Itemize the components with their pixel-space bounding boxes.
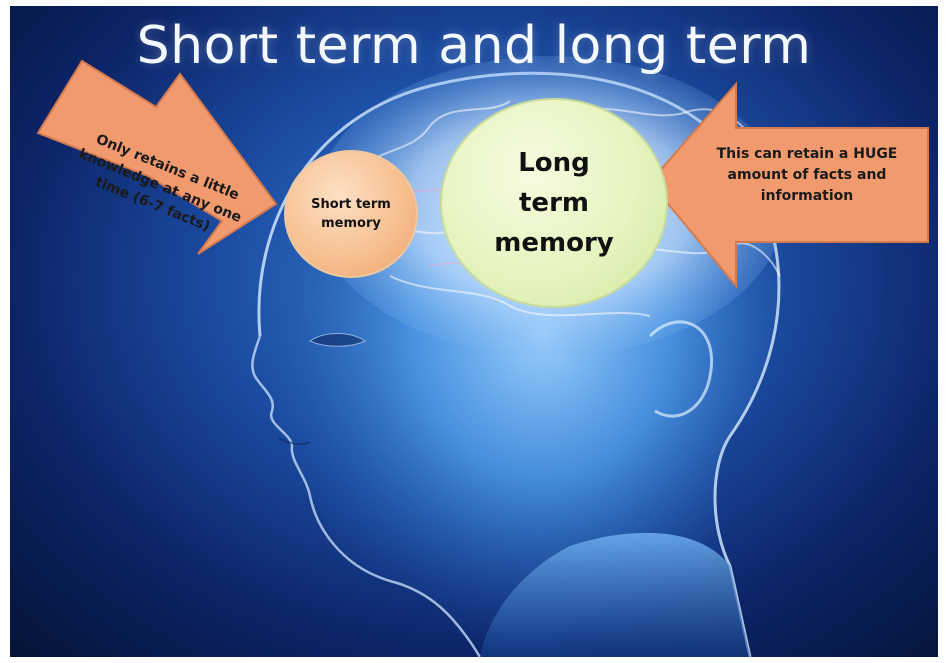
long-term-label-line1: Long [494, 143, 613, 183]
long-term-memory-circle: Long term memory [440, 98, 668, 308]
short-term-label-line2: memory [311, 214, 391, 233]
right-arrow-line2: amount of facts and [700, 165, 914, 186]
right-arrow-text: This can retain a HUGE amount of facts a… [700, 144, 914, 207]
long-term-label-line2: term [494, 183, 613, 223]
right-arrow-line3: information [700, 186, 914, 207]
head-illustration [10, 6, 938, 657]
short-term-memory-circle: Short term memory [284, 150, 418, 278]
right-arrow-line1: This can retain a HUGE [700, 144, 914, 165]
short-term-label-line1: Short term [311, 195, 391, 214]
slide: Short term and long term Short term memo… [10, 6, 938, 657]
long-term-label-line3: memory [494, 223, 613, 263]
slide-title: Short term and long term [10, 6, 938, 86]
